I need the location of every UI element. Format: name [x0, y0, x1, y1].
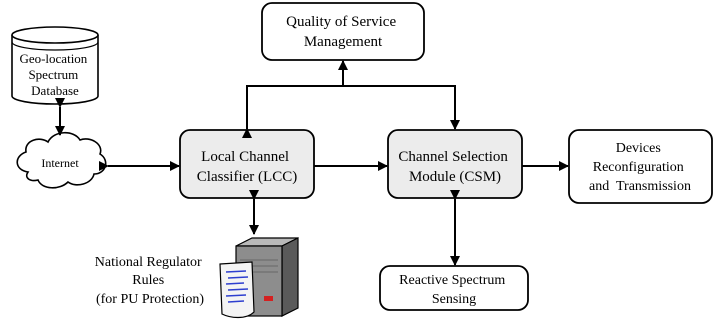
document-icon — [219, 261, 255, 319]
csm-label-line-2: Module (CSM) — [409, 169, 501, 185]
database-label-line-2: Spectrum — [28, 67, 78, 82]
qos-label-line-1: Quality of Service — [286, 14, 396, 30]
svg-text:Reactive Spectrum Sensing: Reactive Spectrum Sensing — [399, 273, 509, 307]
devices-label-line-2: Reconfiguration — [593, 160, 684, 175]
sensing-label-line-1: Reactive Spectrum — [399, 273, 505, 288]
regulator-label-line-3: (for PU Protection) — [96, 292, 204, 307]
svg-text:Local Channel Classifier (: Local Channel Classifier (LCC) — [197, 149, 297, 185]
database-label-line-3: Database — [31, 83, 79, 98]
svg-text:Quality of Service Managem: Quality of Service Management — [286, 14, 400, 50]
devices-label-line-1: Devices — [616, 141, 661, 156]
svg-text:Channel Selection Module (: Channel Selection Module (CSM) — [398, 149, 511, 185]
svg-text:National Regulator Rules: National Regulator Rules (for PU Protect… — [95, 255, 205, 307]
regulator-label-line-2: Rules — [132, 273, 164, 288]
cloud-icon — [16, 131, 107, 189]
devices-label-line-3: and Transmission — [589, 179, 691, 194]
svg-text:Devices Reconfiguration: Devices Reconfiguration and Transmission — [589, 141, 691, 194]
sensing-label-line-2: Sensing — [432, 292, 476, 307]
regulator-label-line-1: National Regulator — [95, 255, 202, 270]
sensing-box — [379, 265, 529, 311]
devices-box — [568, 129, 713, 204]
internet-label: Internet — [41, 156, 79, 170]
lcc-label-line-1: Local Channel — [201, 149, 289, 165]
csm-label-line-1: Channel Selection — [398, 149, 508, 165]
qos-box — [261, 2, 425, 61]
lcc-label-line-2: Classifier (LCC) — [197, 169, 297, 185]
qos-label-line-2: Management — [304, 34, 383, 50]
database-label-line-1: Geo-location — [19, 51, 87, 66]
bracket-lcc-csm — [242, 85, 460, 138]
svg-text:Geo-location Spectrum: Geo-location Spectrum Database — [19, 51, 90, 98]
